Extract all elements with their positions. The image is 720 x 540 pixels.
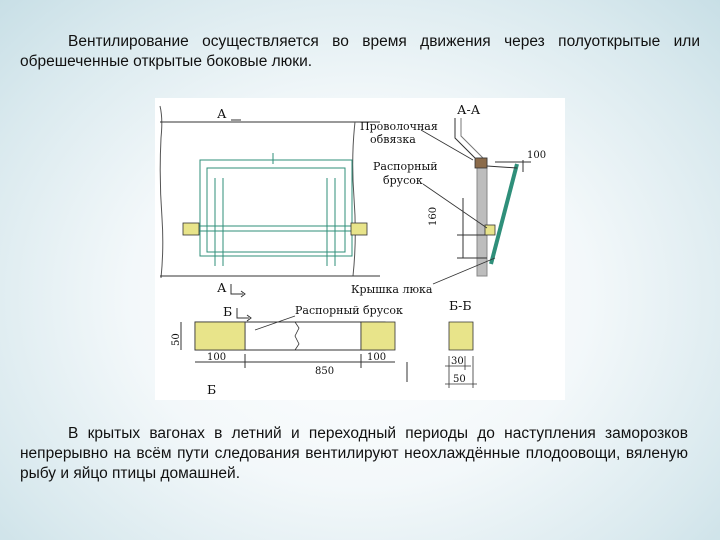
dim-100-top: 100 [527, 150, 546, 161]
dim-50-right: 50 [453, 374, 466, 385]
dim-100-right: 100 [367, 352, 386, 363]
spacer-end-left [194, 321, 246, 351]
section-a-top-label: А [217, 106, 227, 121]
hatch-cover-line [489, 163, 519, 265]
spacer-label-2: брусок [383, 174, 423, 187]
spacer-bar-label: Распорный брусок [295, 304, 403, 317]
dim-100-left: 100 [207, 352, 226, 363]
dim-50-left: 50 [171, 333, 182, 346]
hatch-cover-label: Крышка люка [351, 283, 433, 296]
section-b-top-label: Б [223, 304, 232, 319]
section-b-bottom-label: Б [207, 382, 216, 397]
wire-tie-label-1: Проволочная [360, 120, 438, 133]
paragraph-2-text: В крытых вагонах в летний и переходный п… [20, 425, 688, 482]
paragraph-covered-wagons: В крытых вагонах в летний и переходный п… [20, 424, 688, 484]
dim-30: 30 [451, 356, 464, 367]
dim-850: 850 [315, 366, 334, 377]
spacer-block-left [182, 222, 200, 236]
wire-tie-label-2: обвязка [370, 133, 416, 146]
section-bb-profile [448, 321, 474, 351]
hatch-ventilation-drawing: А А А-А Проволочная обвязка Распорный бр… [155, 98, 565, 400]
spacer-label-1: Распорный [373, 160, 438, 173]
paragraph-1-text: Вентилирование осуществляется во время д… [20, 33, 700, 70]
spacer-end-right [360, 321, 396, 351]
spacer-block-right [350, 222, 368, 236]
section-aa-title: А-А [457, 102, 481, 117]
technical-drawing: А А А-А Проволочная обвязка Распорный бр… [159, 102, 546, 397]
spacer-block-section [484, 224, 496, 236]
front-view [159, 105, 380, 279]
section-a-bottom-label: А [217, 280, 227, 295]
paragraph-ventilation-intro: Вентилирование осуществляется во время д… [20, 32, 700, 72]
wire-tie-block [474, 157, 488, 169]
section-bb-title: Б-Б [449, 298, 472, 313]
dim-160: 160 [428, 207, 439, 226]
